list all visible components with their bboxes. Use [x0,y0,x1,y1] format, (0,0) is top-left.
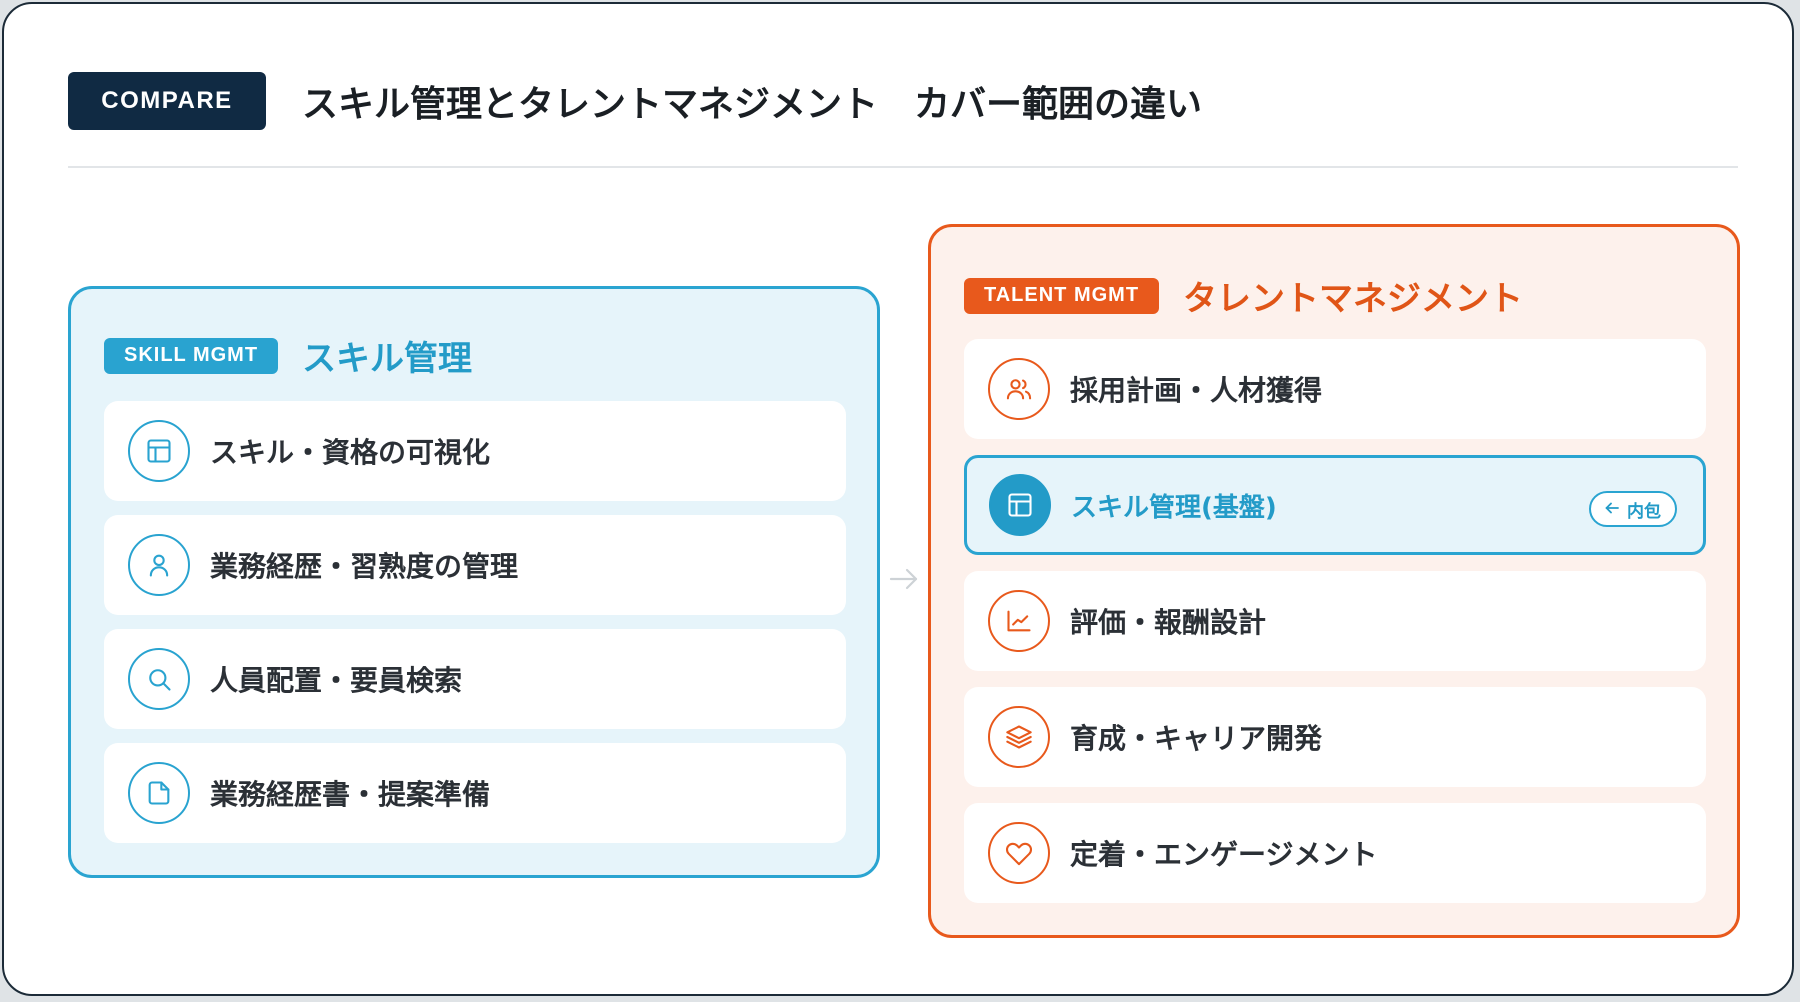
talent-item: 育成・キャリア開発 [964,687,1706,787]
talent-panel: TALENT MGMT タレントマネジメント 採用計画・人材獲得 スキル管理(基… [928,224,1740,938]
skill-panel-header: SKILL MGMT スキル管理 [104,331,472,380]
skill-item-label: 業務経歴・習熟度の管理 [210,550,519,583]
skill-item: 人員配置・要員検索 [104,629,846,729]
talent-panel-header: TALENT MGMT タレントマネジメント [964,271,1523,320]
talent-item: 採用計画・人材獲得 [964,339,1706,439]
header-divider [68,166,1738,168]
include-badge-label: 内包 [1627,501,1661,522]
skill-item: 業務経歴・習熟度の管理 [104,515,846,615]
talent-item-list: 採用計画・人材獲得 スキル管理(基盤) 内包 評価・報酬設計 [964,339,1706,919]
arrow-right-icon [888,564,920,594]
header: COMPARE スキル管理とタレントマネジメント カバー範囲の違い [68,72,1202,130]
layout-icon [128,420,190,482]
compare-tag: COMPARE [68,72,266,130]
skill-item-label: スキル・資格の可視化 [210,436,491,469]
skill-item-label: 人員配置・要員検索 [210,664,463,697]
talent-item-label: 評価・報酬設計 [1070,606,1267,639]
talent-item-label: 育成・キャリア開発 [1070,722,1323,755]
skill-panel: SKILL MGMT スキル管理 スキル・資格の可視化 業務経歴・習熟度の管理 [68,286,880,878]
skill-panel-tag: SKILL MGMT [104,337,279,374]
user-icon [128,534,190,596]
talent-item: 評価・報酬設計 [964,571,1706,671]
layout-icon [989,474,1051,536]
talent-item-skill-foundation: スキル管理(基盤) 内包 [964,455,1706,555]
include-badge: 内包 [1589,491,1677,527]
heart-icon [988,822,1050,884]
talent-item-label: スキル管理(基盤) [1071,492,1277,523]
arrow-left-icon [1605,499,1619,519]
search-icon [128,648,190,710]
talent-item-label: 定着・エンゲージメント [1070,838,1378,871]
skill-item: スキル・資格の可視化 [104,401,846,501]
skill-item-label: 業務経歴書・提案準備 [210,778,491,811]
skill-panel-title: スキル管理 [302,339,473,379]
talent-panel-tag: TALENT MGMT [964,277,1160,314]
talent-item: 定着・エンゲージメント [964,803,1706,903]
talent-item-label: 採用計画・人材獲得 [1070,374,1323,407]
talent-panel-title: タレントマネジメント [1183,279,1524,319]
skill-item: 業務経歴書・提案準備 [104,743,846,843]
page-title: スキル管理とタレントマネジメント カバー範囲の違い [302,84,1203,125]
skill-item-list: スキル・資格の可視化 業務経歴・習熟度の管理 人員配置・要員検索 業務経歴書・提… [104,401,846,857]
users-icon [988,358,1050,420]
chart-icon [988,590,1050,652]
layers-icon [988,706,1050,768]
document-icon [128,762,190,824]
